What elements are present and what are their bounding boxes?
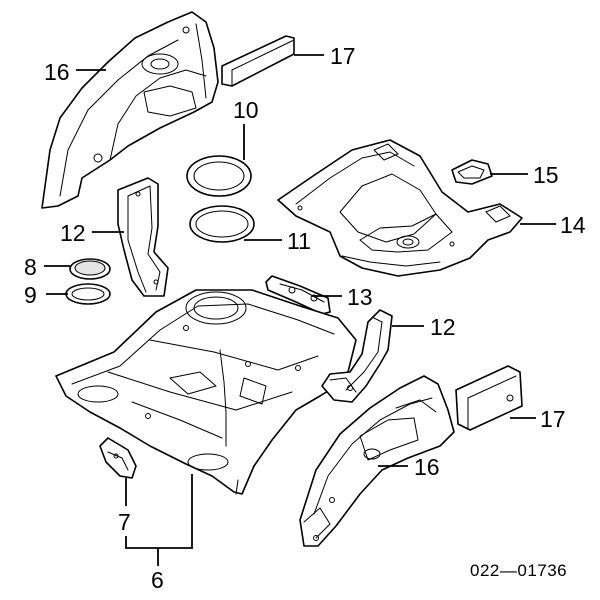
callout-9: 9 [24,282,37,308]
leader-lines [44,54,556,566]
part-11-ring [189,205,255,243]
callout-16-bottom: 16 [414,454,440,480]
callout-16-top: 16 [44,59,70,85]
part-14-rear-floor [277,139,523,277]
callout-10: 10 [233,97,259,123]
part-6-main-floor [55,289,357,495]
callout-17-top: 17 [330,43,356,69]
part-15-cap [451,159,493,185]
part-7-bracket [99,437,137,479]
part-8-plug [69,258,111,280]
callout-13: 13 [347,284,373,310]
callout-7: 7 [118,509,131,535]
part-16-top [41,11,219,209]
callout-14: 14 [560,212,586,238]
part-16-bottom [299,375,455,547]
callout-6: 6 [151,567,164,593]
part-12-left-bracket [117,177,169,297]
callout-12-left: 12 [60,220,86,246]
part-13-bar [265,275,331,315]
part-17-top [221,35,295,87]
figure-code: 022—01736 [470,561,567,580]
callout-8: 8 [24,254,37,280]
callout-11: 11 [287,228,311,254]
callout-15: 15 [533,162,559,188]
part-12-right-bracket [321,309,393,403]
callout-labels: 16 17 10 15 14 12 11 8 9 13 12 17 16 7 6 [24,43,586,593]
part-9-ring [65,283,111,305]
part-17-bottom [455,365,523,431]
part-10-ring [186,155,252,197]
callout-17-bottom: 17 [540,406,566,432]
callout-12-right: 12 [430,314,456,340]
